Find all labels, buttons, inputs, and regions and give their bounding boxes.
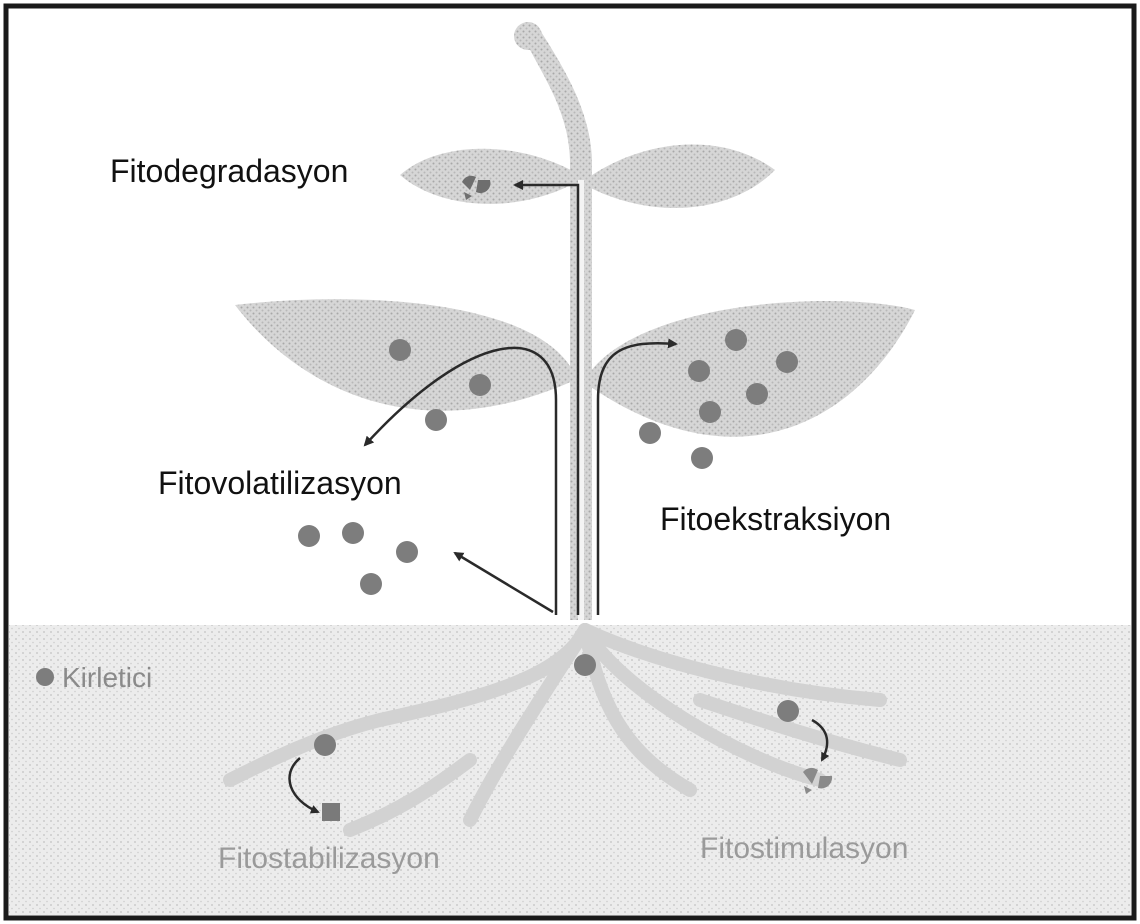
contaminant-dot [691,447,713,469]
legend-contaminant-label: Kirletici [62,662,152,693]
label-phytovolatilization: Fitovolatilizasyon [158,465,402,501]
contaminant-dot [298,525,320,547]
stabilized-contaminant-square [322,803,340,821]
legend-contaminant-icon [36,668,54,686]
label-phytodegradation: Fitodegradasyon [110,153,348,189]
contaminant-dot [699,401,721,423]
label-phytoextraction: Fitoekstraksiyon [660,501,891,537]
contaminant-dot [396,541,418,563]
contaminant-dot [314,734,336,756]
contaminant-dot [389,339,411,361]
contaminant-dot [688,360,710,382]
contaminant-dot [746,383,768,405]
stem-bud [514,22,542,50]
soil-region [9,625,1131,915]
contaminant-dot [777,700,799,722]
contaminant-dot [776,351,798,373]
contaminant-dot [574,654,596,676]
label-phytostimulation: Fitostimulasyon [700,832,908,865]
label-phytostabilization: Fitostabilizasyon [218,842,440,875]
contaminant-dot [469,374,491,396]
contaminant-dot [425,409,447,431]
contaminant-dot [360,573,382,595]
contaminant-dot [342,522,364,544]
contaminant-dot [725,329,747,351]
contaminant-dot [639,422,661,444]
